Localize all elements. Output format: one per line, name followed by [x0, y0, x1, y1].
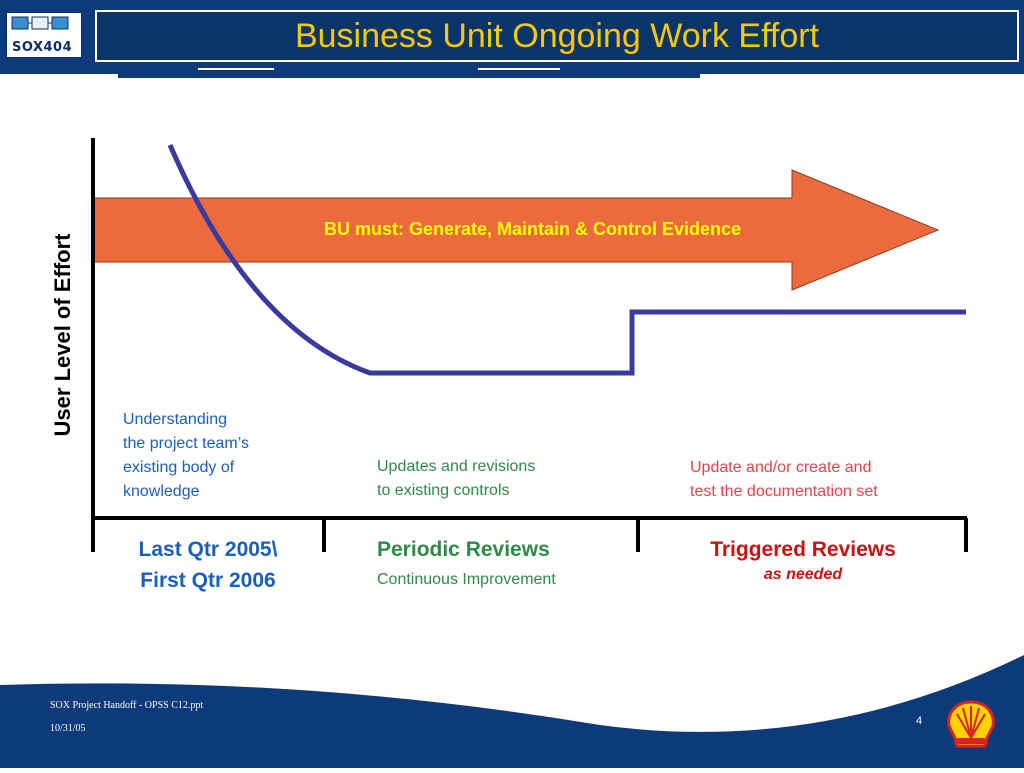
slide-title: Business Unit Ongoing Work Effort: [294, 17, 820, 55]
note-documentation: Update and/or create and test the docume…: [690, 456, 878, 504]
note-updates: Updates and revisions to existing contro…: [377, 455, 535, 503]
arrow-label: BU must: Generate, Maintain & Control Ev…: [324, 219, 742, 239]
phase-periodic-reviews: Periodic Reviews: [377, 534, 550, 565]
phase-label: Periodic Reviews: [377, 538, 550, 561]
header-bar: SOX404 Business Unit Ongoing Work Effort: [0, 0, 1024, 80]
evidence-arrow: [93, 169, 940, 291]
note-line: knowledge: [123, 483, 200, 500]
footer-band: [0, 655, 1024, 768]
header-background: [0, 0, 1024, 78]
footer-filename: SOX Project Handoff - OPSS C12.ppt: [50, 700, 204, 711]
note-line: Updates and revisions: [377, 458, 536, 475]
effort-curve: [167, 144, 966, 376]
note-line: test the documentation set: [690, 483, 878, 500]
phase-label: First Qtr 2006: [140, 569, 276, 592]
phase-label: Triggered Reviews: [710, 538, 896, 561]
note-line: existing body of: [123, 459, 235, 476]
logo-text: SOX404: [12, 40, 73, 55]
footer-date: 10/31/05: [50, 723, 86, 734]
page-number: 4: [916, 715, 923, 727]
phase-triggered-sub: as needed: [763, 566, 843, 583]
phase-initial: Last Qtr 2005\ First Qtr 2006: [104, 534, 312, 596]
sox404-logo: [6, 12, 82, 58]
note-understanding: Understanding the project team’s existin…: [123, 408, 249, 504]
shell-logo-icon: [945, 700, 997, 748]
phase-label: Last Qtr 2005\: [138, 538, 278, 561]
y-axis-label: User Level of Effort: [50, 233, 75, 437]
phase-triggered-reviews: Triggered Reviews: [689, 534, 917, 565]
note-line: the project team’s: [123, 435, 249, 452]
footer-wave: [0, 655, 1024, 768]
note-line: Update and/or create and: [690, 459, 872, 476]
note-line: to existing controls: [377, 482, 510, 499]
phase-periodic-sub: Continuous Improvement: [377, 571, 556, 588]
note-line: Understanding: [123, 411, 228, 428]
